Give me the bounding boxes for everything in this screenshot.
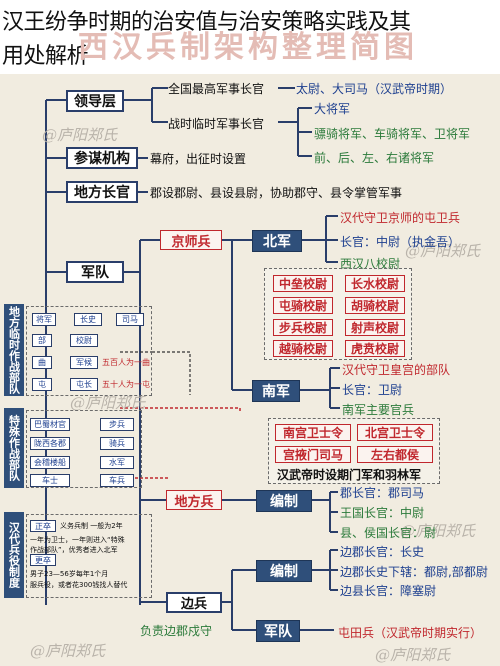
special-type-4: 车兵 bbox=[100, 474, 134, 487]
leadership-node: 领导层 bbox=[66, 90, 124, 112]
temp-platoon-leader: 屯长 bbox=[70, 378, 98, 391]
conscription-line-5: 服兵役，或者花300钱找人替代 bbox=[30, 581, 128, 589]
south-army-desc: 汉代守卫皇宫的部队 bbox=[342, 363, 451, 377]
guard-1: 南宫卫士令 bbox=[275, 424, 351, 441]
special-forces-panel bbox=[26, 410, 142, 488]
temp-company: 曲 bbox=[32, 356, 52, 369]
watermark: @庐阳郑氏 bbox=[375, 646, 451, 664]
temp-captain: 军候 bbox=[70, 356, 98, 369]
border-cmd-2: 边郡长史下辖：都尉,部都尉 bbox=[340, 565, 488, 579]
conscription-panel bbox=[26, 514, 152, 598]
temporary-forces-panel bbox=[26, 306, 152, 396]
senior-generals: 骠骑将军、车骑将军、卫将军 bbox=[314, 127, 471, 141]
watermark: @庐阳郑氏 bbox=[400, 522, 476, 540]
conscription-line-3: 作战部队”，优秀者进入北军 bbox=[30, 546, 118, 554]
guard-2: 北宫卫士令 bbox=[357, 424, 433, 441]
temp-general: 将军 bbox=[32, 313, 56, 326]
staff-node: 参谋机构 bbox=[66, 147, 138, 169]
farm-soldiers: 屯田兵（汉武帝时期实行） bbox=[338, 626, 483, 640]
border-troops-node: 边兵 bbox=[166, 592, 222, 613]
colonel-6: 射声校尉 bbox=[345, 319, 405, 336]
north-army-node: 北军 bbox=[252, 230, 302, 252]
supreme-commander-holders: 太尉、大司马（汉武帝时期） bbox=[296, 82, 453, 96]
conscription-line-1: 义务兵制 一般为2年 bbox=[60, 522, 123, 530]
temp-division: 部 bbox=[32, 334, 52, 347]
special-type-3: 水军 bbox=[100, 456, 134, 469]
border-duty: 负责边郡戍守 bbox=[140, 624, 213, 638]
watermark: @庐阳郑氏 bbox=[70, 394, 146, 412]
south-army-commander: 长官：卫尉 bbox=[342, 383, 403, 397]
special-type-2: 骑兵 bbox=[100, 437, 134, 450]
colonel-2: 长水校尉 bbox=[345, 275, 405, 292]
special-forces-title: 特殊作战部队 bbox=[4, 408, 24, 488]
temp-sima: 司马 bbox=[116, 313, 144, 326]
staff-description: 幕府，出征时设置 bbox=[150, 152, 247, 166]
border-army-node: 军队 bbox=[256, 620, 300, 642]
grand-general: 大将军 bbox=[314, 102, 351, 116]
colonel-5: 步兵校尉 bbox=[273, 319, 333, 336]
border-system-node: 编制 bbox=[256, 560, 312, 582]
army-node: 军队 bbox=[66, 261, 124, 283]
colonel-8: 虎贲校尉 bbox=[345, 340, 405, 357]
conscription-title: 汉代兵役制度 bbox=[4, 512, 24, 598]
regional-cmd-2: 王国长官：中尉 bbox=[340, 506, 425, 520]
eight-colonels-group: 中垒校尉 长水校尉 屯骑校尉 胡骑校尉 步兵校尉 射声校尉 越骑校尉 虎贲校尉 bbox=[264, 268, 412, 360]
border-cmd-1: 边郡长官：长史 bbox=[340, 545, 425, 559]
colonel-7: 越骑校尉 bbox=[273, 340, 333, 357]
directional-generals: 前、后、左、右诸将军 bbox=[314, 151, 435, 165]
caption-area: 汉王纷争时期的治安值与治安策略实践及其 用处解析 bbox=[0, 0, 500, 74]
diagram-banner-title: 西汉兵制架构整理简图 bbox=[78, 30, 418, 65]
south-army-officers-label: 南军主要官兵 bbox=[342, 403, 415, 417]
special-source-3: 会稽楼船 bbox=[30, 456, 70, 469]
wartime-commander-label: 战时临时军事长官 bbox=[168, 117, 265, 131]
regional-system-node: 编制 bbox=[256, 490, 312, 512]
north-army-colonels-label: 西汉八校尉 bbox=[340, 257, 401, 271]
caption-line-1: 汉王纷争时期的治安值与治安策略实践及其 bbox=[2, 10, 411, 35]
temp-colonel: 校尉 bbox=[70, 334, 98, 347]
temp-platoon: 屯 bbox=[32, 378, 52, 391]
colonel-3: 屯骑校尉 bbox=[273, 297, 333, 314]
temp-chief-clerk: 长史 bbox=[74, 313, 102, 326]
tag-regular: 正卒 bbox=[30, 520, 56, 532]
guards-note: 汉武帝时设期门军和羽林军 bbox=[277, 468, 422, 482]
capital-troops-node: 京师兵 bbox=[160, 230, 222, 250]
colonel-4: 胡骑校尉 bbox=[345, 297, 405, 314]
watermark: @庐阳郑氏 bbox=[42, 126, 118, 144]
special-source-4: 车士 bbox=[30, 474, 70, 487]
border-cmd-3: 边县长官：障塞尉 bbox=[340, 584, 437, 598]
regional-troops-node: 地方兵 bbox=[166, 490, 222, 510]
tag-rotation: 更卒 bbox=[30, 554, 56, 566]
south-army-node: 南军 bbox=[252, 380, 300, 402]
regional-cmd-3: 县、侯国长官：尉 bbox=[340, 526, 437, 540]
guard-3: 宫掖门司马 bbox=[275, 446, 351, 463]
guard-4: 左右都侯 bbox=[357, 446, 433, 463]
watermark: @庐阳郑氏 bbox=[405, 242, 481, 260]
supreme-commander-label: 全国最高军事长官 bbox=[168, 82, 265, 96]
platoon-note: 五十人为一屯 bbox=[102, 380, 150, 389]
regional-cmd-1: 郡长官：郡司马 bbox=[340, 486, 425, 500]
north-army-commander: 长官：中尉（执金吾） bbox=[340, 235, 461, 249]
special-type-1: 步兵 bbox=[100, 418, 134, 431]
watermark: @庐阳郑氏 bbox=[30, 642, 106, 660]
temporary-forces-title: 地方临时作战部队 bbox=[4, 304, 24, 396]
special-source-1: 巴蜀材官 bbox=[30, 418, 70, 431]
conscription-line-4: 男子23—56岁每年1个月 bbox=[30, 570, 109, 578]
colonel-1: 中垒校尉 bbox=[273, 275, 333, 292]
caption-line-2: 用处解析 bbox=[2, 44, 89, 69]
local-officials-description: 郡设郡尉、县设县尉，协助郡守、县令掌管军事 bbox=[150, 186, 403, 200]
conscription-line-2: 一年为卫士，一年则进入“特殊 bbox=[30, 536, 125, 544]
north-army-desc: 汉代守卫京师的屯卫兵 bbox=[340, 211, 461, 225]
company-note: 五百人为一曲 bbox=[102, 358, 150, 367]
palace-guards-group: 南宫卫士令 北宫卫士令 宫掖门司马 左右都侯 汉武帝时设期门军和羽林军 bbox=[268, 418, 440, 484]
local-officials-node: 地方长官 bbox=[66, 181, 138, 203]
special-source-2: 陇西各郡 bbox=[30, 437, 70, 450]
